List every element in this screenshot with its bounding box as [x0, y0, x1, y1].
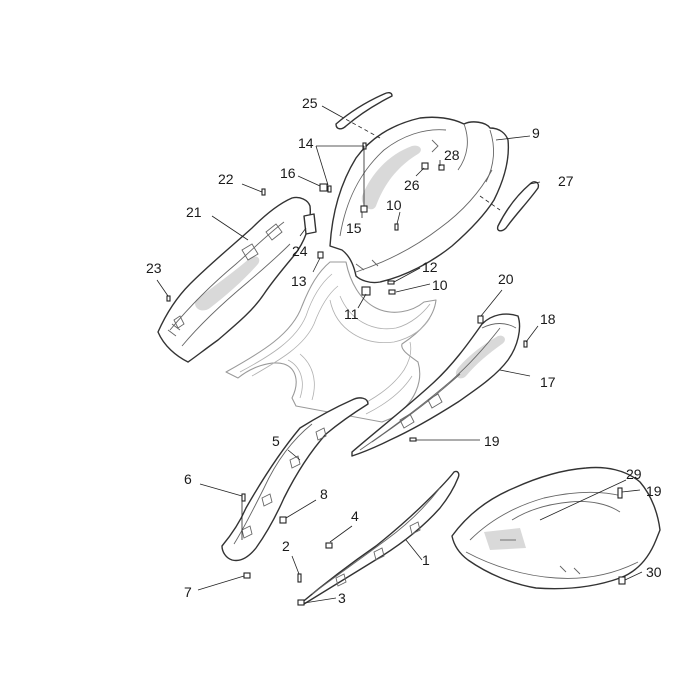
screw-22: [261, 188, 266, 196]
callout-19b: 19: [646, 483, 662, 499]
screw-18: [523, 340, 528, 348]
top-trim-strip: [335, 91, 393, 130]
clip-nut-16: [319, 183, 328, 192]
callout-16: 16: [280, 165, 296, 181]
clip-20: [477, 315, 484, 324]
screw-14b: [327, 185, 332, 193]
callout-29: 29: [626, 466, 642, 482]
screw-6: [241, 493, 246, 502]
lower-right-trim: [299, 470, 460, 605]
callout-19a: 19: [484, 433, 500, 449]
callout-6: 6: [184, 471, 192, 487]
callout-labels: 1 2 3 4 5 6 7 8 9 10 10 11 12 13 14 15 1…: [146, 95, 662, 606]
screw-2: [297, 573, 302, 583]
callout-11: 11: [344, 306, 359, 322]
screw-23: [166, 295, 171, 302]
callout-18: 18: [540, 311, 556, 327]
screw-19b: [617, 487, 623, 499]
callout-13: 13: [291, 273, 307, 289]
rear-trim-27: [496, 181, 540, 232]
callout-5: 5: [272, 433, 280, 449]
clip-4: [325, 542, 333, 549]
clip-7: [243, 572, 251, 579]
callout-27: 27: [558, 173, 574, 189]
callout-7: 7: [184, 584, 192, 600]
callout-14: 14: [298, 135, 314, 151]
nut-30: [618, 576, 626, 585]
leader-lines: [156, 105, 643, 604]
callout-4: 4: [351, 508, 359, 524]
callout-2: 2: [282, 538, 290, 554]
screw-19a: [409, 437, 417, 442]
rear-fairing: [329, 116, 510, 284]
callout-9: 9: [532, 125, 540, 141]
clip-8: [279, 516, 287, 524]
clip-bracket-24: [303, 213, 317, 235]
callout-25: 25: [302, 95, 318, 111]
callout-20: 20: [498, 271, 514, 287]
callout-8: 8: [320, 486, 328, 502]
callout-26: 26: [404, 177, 420, 193]
callout-22: 22: [218, 171, 234, 187]
clip-13: [317, 251, 324, 259]
clip-28: [438, 164, 445, 171]
clip-15: [360, 205, 368, 213]
callout-15: 15: [346, 220, 362, 236]
callout-23: 23: [146, 260, 162, 276]
callout-12: 12: [422, 259, 438, 275]
lower-left-trim: [221, 397, 369, 562]
screw-10b: [388, 289, 396, 295]
clip-3: [297, 599, 305, 606]
clip-26: [421, 162, 429, 170]
washer-12: [387, 280, 395, 285]
callout-1: 1: [422, 552, 430, 568]
callout-17: 17: [540, 374, 556, 390]
callout-24: 24: [292, 243, 308, 259]
callout-28: 28: [444, 147, 460, 163]
callout-10b: 10: [432, 277, 448, 293]
callout-10a: 10: [386, 197, 402, 213]
undertray-29: [451, 466, 661, 590]
right-side-panel: [351, 313, 521, 457]
screw-10a: [394, 223, 399, 231]
callout-21: 21: [186, 204, 202, 220]
callout-3: 3: [338, 590, 346, 606]
footboard-floor-panel: [225, 261, 437, 423]
grommet-11: [361, 286, 371, 296]
callout-30: 30: [646, 564, 662, 580]
